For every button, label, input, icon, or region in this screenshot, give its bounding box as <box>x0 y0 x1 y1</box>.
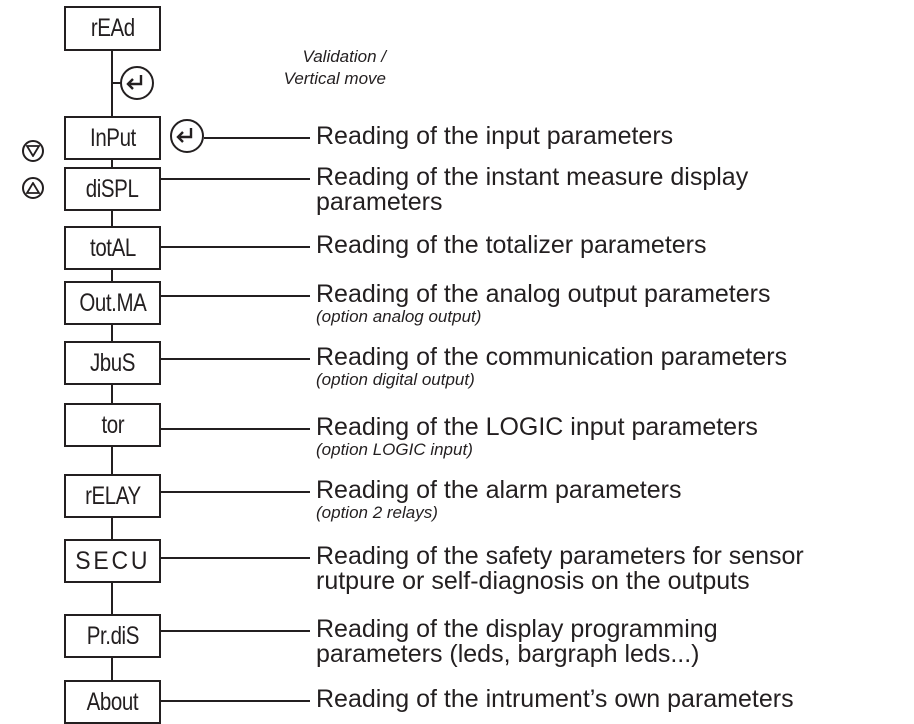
desc-note: (option 2 relays) <box>316 503 438 522</box>
connector-input <box>204 137 310 139</box>
desc-tor: Reading of the LOGIC input parameters (o… <box>316 413 758 460</box>
menu-box-label: totAL <box>89 233 136 262</box>
legend: Validation / Vertical move <box>236 46 386 90</box>
flow-spine-top <box>111 50 113 120</box>
desc-text-line2: parameters <box>316 188 443 216</box>
desc-about: Reading of the intrument’s own parameter… <box>316 687 794 712</box>
menu-box-label: diSPL <box>86 174 139 203</box>
desc-text: Reading of the alarm parameters <box>316 476 682 504</box>
menu-box-label: JbuS <box>89 348 136 377</box>
enter-key-connector <box>111 82 121 84</box>
connector-total <box>161 246 310 248</box>
up-arrow-key-icon <box>22 177 44 199</box>
menu-box-displ: diSPL <box>64 167 161 211</box>
enter-key-icon <box>120 66 154 100</box>
connector-relay <box>161 491 310 493</box>
desc-text-line2: rutpure or self-diagnosis on the outputs <box>316 567 750 595</box>
menu-box-total: totAL <box>64 226 161 270</box>
menu-box-jbus: JbuS <box>64 341 161 385</box>
connector-prdis <box>161 630 310 632</box>
connector-secu <box>161 557 310 559</box>
desc-displ: Reading of the instant measure display p… <box>316 165 748 215</box>
legend-vertical-move: Vertical move <box>283 69 386 88</box>
desc-outma: Reading of the analog output parameters … <box>316 280 771 327</box>
menu-box-label: rELAY <box>84 481 141 510</box>
menu-box-label: SECU <box>75 546 150 575</box>
legend-validation: Validation / <box>302 47 386 66</box>
desc-note: (option analog output) <box>316 307 482 326</box>
desc-note: (option digital output) <box>316 370 475 389</box>
desc-text-line2: parameters (leds, bargraph leds...) <box>316 640 700 668</box>
menu-box-label: Pr.diS <box>86 621 139 650</box>
menu-box-input: InPut <box>64 116 161 160</box>
connector-outma <box>161 295 310 297</box>
menu-box-about: About <box>64 680 161 724</box>
connector-jbus <box>161 358 310 360</box>
menu-box-label: rEAd <box>90 14 135 42</box>
enter-key-icon <box>170 119 204 153</box>
menu-box-secu: SECU <box>64 539 161 583</box>
menu-box-label: About <box>86 687 139 716</box>
desc-text: Reading of the communication parameters <box>316 343 788 371</box>
menu-box-label: tor <box>101 410 124 439</box>
down-arrow-key-icon <box>22 140 44 162</box>
desc-text: Reading of the display programming <box>316 615 718 643</box>
desc-prdis: Reading of the display programming param… <box>316 617 718 667</box>
desc-note: (option LOGIC input) <box>316 440 473 459</box>
menu-box-label: Out.MA <box>78 288 147 317</box>
menu-box-relay: rELAY <box>64 474 161 518</box>
desc-input: Reading of the input parameters <box>316 124 673 149</box>
desc-total: Reading of the totalizer parameters <box>316 233 707 258</box>
desc-text: Reading of the LOGIC input parameters <box>316 413 758 441</box>
desc-text: Reading of the totalizer parameters <box>316 231 707 259</box>
desc-secu: Reading of the safety parameters for sen… <box>316 544 804 594</box>
connector-about <box>161 700 310 702</box>
connector-displ <box>161 178 310 180</box>
desc-text: Reading of the analog output parameters <box>316 280 771 308</box>
menu-box-tor: tor <box>64 403 161 447</box>
menu-box-outma: Out.MA <box>64 281 161 325</box>
menu-box-read: rEAd <box>64 6 161 51</box>
desc-text: Reading of the input parameters <box>316 122 674 150</box>
menu-box-label: InPut <box>89 123 136 152</box>
desc-jbus: Reading of the communication parameters … <box>316 343 788 390</box>
desc-text: Reading of the safety parameters for sen… <box>316 542 804 570</box>
connector-tor <box>161 428 310 430</box>
desc-relay: Reading of the alarm parameters (option … <box>316 476 682 523</box>
desc-text: Reading of the instant measure display <box>316 163 749 191</box>
menu-box-prdis: Pr.diS <box>64 614 161 658</box>
desc-text: Reading of the intrument’s own parameter… <box>316 685 794 713</box>
